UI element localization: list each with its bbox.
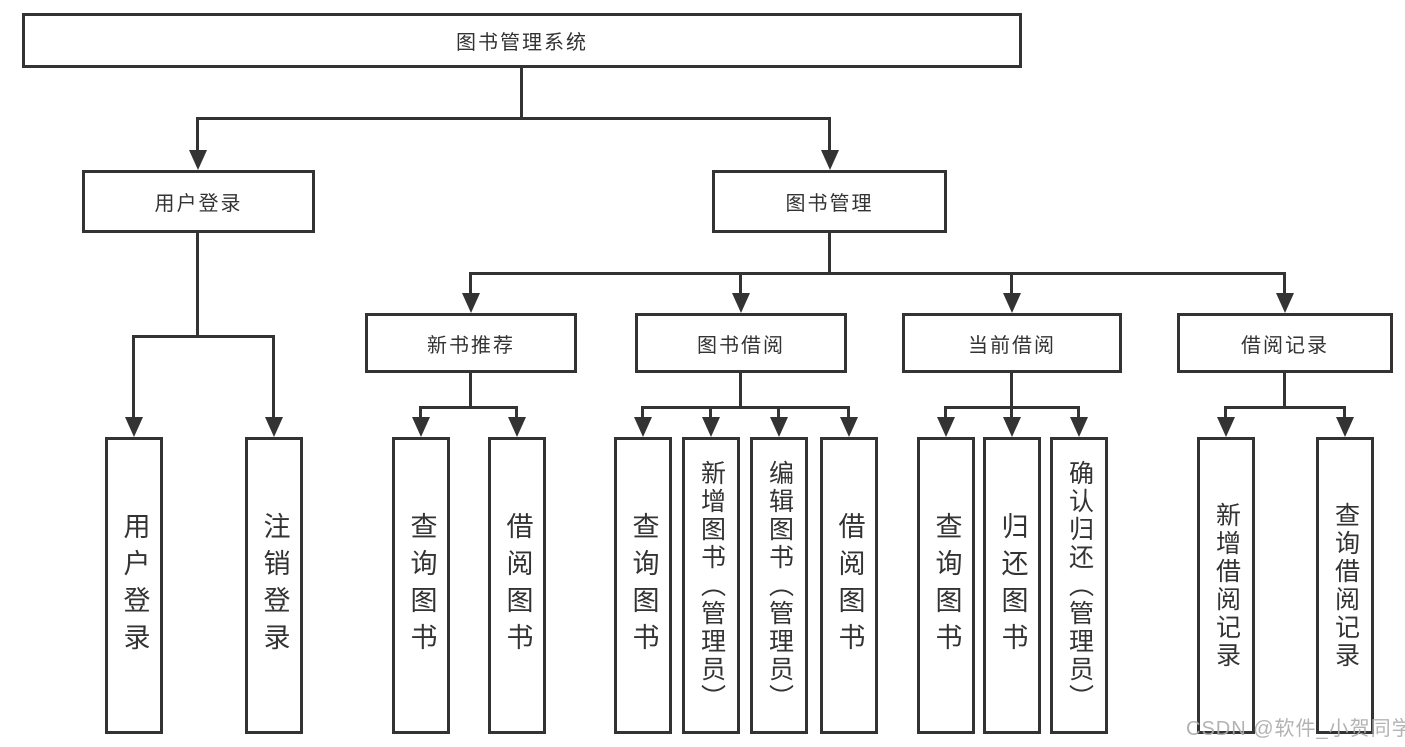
- connector-to-leaf-edit-books: [777, 406, 780, 421]
- arrowhead-leaf-user-login: [125, 417, 143, 437]
- leaf-confirm-return-admin-label: 确认归还（管理员）: [1065, 459, 1094, 712]
- connector-user-login-rail: [132, 335, 275, 338]
- node-root-label: 图书管理系统: [456, 32, 588, 54]
- node-borrow-records: 借阅记录: [1177, 313, 1393, 373]
- node-new-book-recommend-label: 新书推荐: [427, 334, 515, 357]
- arrowhead-user-login: [189, 150, 207, 170]
- arrowhead-borrow-records: [1276, 293, 1294, 313]
- connector-root-stem: [520, 66, 523, 120]
- leaf-borrow-borrow-books: 借阅图书: [820, 437, 878, 734]
- arrowhead-leaf-borrow-borrow: [840, 417, 858, 437]
- node-user-login: 用户登录: [82, 170, 315, 233]
- leaf-borrow-query-books-label: 查询图书: [628, 511, 659, 660]
- connector-records-rail: [1224, 406, 1346, 409]
- arrowhead-new-book-recommend: [462, 293, 480, 313]
- arrowhead-leaf-logout: [265, 417, 283, 437]
- node-borrow-records-label: 借阅记录: [1241, 334, 1329, 357]
- leaf-user-login: 用户登录: [105, 437, 163, 734]
- connector-records-stem: [1283, 371, 1286, 408]
- connector-to-new-book-recommend: [469, 272, 472, 303]
- connector-current-stem: [1010, 371, 1013, 408]
- connector-to-borrow-records: [1283, 272, 1286, 303]
- connector-to-leaf-query-record: [1343, 406, 1346, 421]
- arrowhead-leaf-query-record: [1336, 417, 1354, 437]
- arrowhead-leaf-current-query: [937, 417, 955, 437]
- leaf-current-query-books-label: 查询图书: [931, 511, 962, 660]
- csdn-watermark: CSDN @软件_小贺同学: [1186, 718, 1405, 740]
- connector-to-leaf-logout: [272, 335, 275, 427]
- connector-to-current-borrow: [1010, 272, 1013, 303]
- leaf-add-borrow-record-label: 新增借阅记录: [1212, 501, 1241, 670]
- connector-to-leaf-recommend-query: [419, 406, 422, 421]
- connector-to-leaf-user-login: [132, 335, 135, 427]
- leaf-borrow-query-books: 查询图书: [614, 437, 672, 734]
- connector-root-rail: [196, 117, 831, 120]
- node-root: 图书管理系统: [22, 13, 1022, 68]
- leaf-query-borrow-record-label: 查询借阅记录: [1331, 501, 1360, 670]
- arrowhead-current-borrow: [1003, 293, 1021, 313]
- connector-to-book-borrow: [739, 272, 742, 303]
- leaf-current-query-books: 查询图书: [917, 437, 975, 734]
- connector-book-mgmt-rail: [469, 272, 1286, 275]
- node-new-book-recommend: 新书推荐: [365, 313, 577, 373]
- leaf-confirm-return-admin: 确认归还（管理员）: [1050, 437, 1108, 734]
- node-user-login-label: 用户登录: [154, 193, 243, 215]
- node-current-borrow-label: 当前借阅: [968, 334, 1056, 357]
- connector-user-login-stem: [196, 231, 199, 338]
- leaf-edit-books-admin-label: 编辑图书（管理员）: [765, 459, 794, 712]
- node-book-mgmt-label: 图书管理: [785, 193, 874, 215]
- connector-to-leaf-borrow-query: [641, 406, 644, 421]
- connector-to-leaf-add-books: [709, 406, 712, 421]
- arrowhead-leaf-confirm-return: [1070, 417, 1088, 437]
- connector-to-leaf-recommend-borrow: [515, 406, 518, 421]
- arrowhead-leaf-recommend-query: [412, 417, 430, 437]
- leaf-return-books-label: 归还图书: [997, 511, 1028, 660]
- connector-to-leaf-add-record: [1224, 406, 1227, 421]
- connector-book-mgmt-stem: [828, 231, 831, 275]
- leaf-query-borrow-record: 查询借阅记录: [1316, 437, 1374, 734]
- node-current-borrow: 当前借阅: [902, 313, 1122, 373]
- leaf-recommend-query-books: 查询图书: [392, 437, 450, 734]
- node-book-borrow-label: 图书借阅: [697, 334, 785, 357]
- connector-root-to-user-login: [196, 117, 199, 160]
- connector-borrow-rail: [641, 406, 850, 409]
- leaf-recommend-borrow-books: 借阅图书: [488, 437, 546, 734]
- arrowhead-leaf-borrow-query: [634, 417, 652, 437]
- node-book-borrow: 图书借阅: [635, 313, 847, 373]
- connector-recommend-rail: [419, 406, 518, 409]
- leaf-borrow-borrow-books-label: 借阅图书: [834, 511, 865, 660]
- connector-recommend-stem: [469, 371, 472, 408]
- connector-to-leaf-return-books: [1010, 406, 1013, 421]
- connector-to-leaf-confirm-return: [1077, 406, 1080, 421]
- connector-borrow-stem: [739, 371, 742, 408]
- arrowhead-book-borrow: [732, 293, 750, 313]
- connector-to-leaf-borrow-borrow: [847, 406, 850, 421]
- leaf-recommend-borrow-books-label: 借阅图书: [502, 511, 533, 660]
- leaf-logout-label: 注销登录: [259, 511, 290, 660]
- leaf-logout: 注销登录: [245, 437, 303, 734]
- leaf-user-login-label: 用户登录: [119, 511, 150, 660]
- leaf-add-borrow-record: 新增借阅记录: [1197, 437, 1255, 734]
- arrowhead-book-mgmt: [821, 150, 839, 170]
- arrowhead-leaf-recommend-borrow: [508, 417, 526, 437]
- node-book-mgmt: 图书管理: [712, 170, 947, 233]
- leaf-recommend-query-books-label: 查询图书: [406, 511, 437, 660]
- leaf-add-books-admin: 新增图书（管理员）: [682, 437, 740, 734]
- leaf-edit-books-admin: 编辑图书（管理员）: [750, 437, 808, 734]
- leaf-return-books: 归还图书: [983, 437, 1041, 734]
- leaf-add-books-admin-label: 新增图书（管理员）: [697, 459, 726, 712]
- arrowhead-leaf-add-record: [1217, 417, 1235, 437]
- connector-to-leaf-current-query: [944, 406, 947, 421]
- arrowhead-leaf-edit-books: [770, 417, 788, 437]
- connector-root-to-book-mgmt: [828, 117, 831, 160]
- arrowhead-leaf-add-books: [702, 417, 720, 437]
- arrowhead-leaf-return-books: [1003, 417, 1021, 437]
